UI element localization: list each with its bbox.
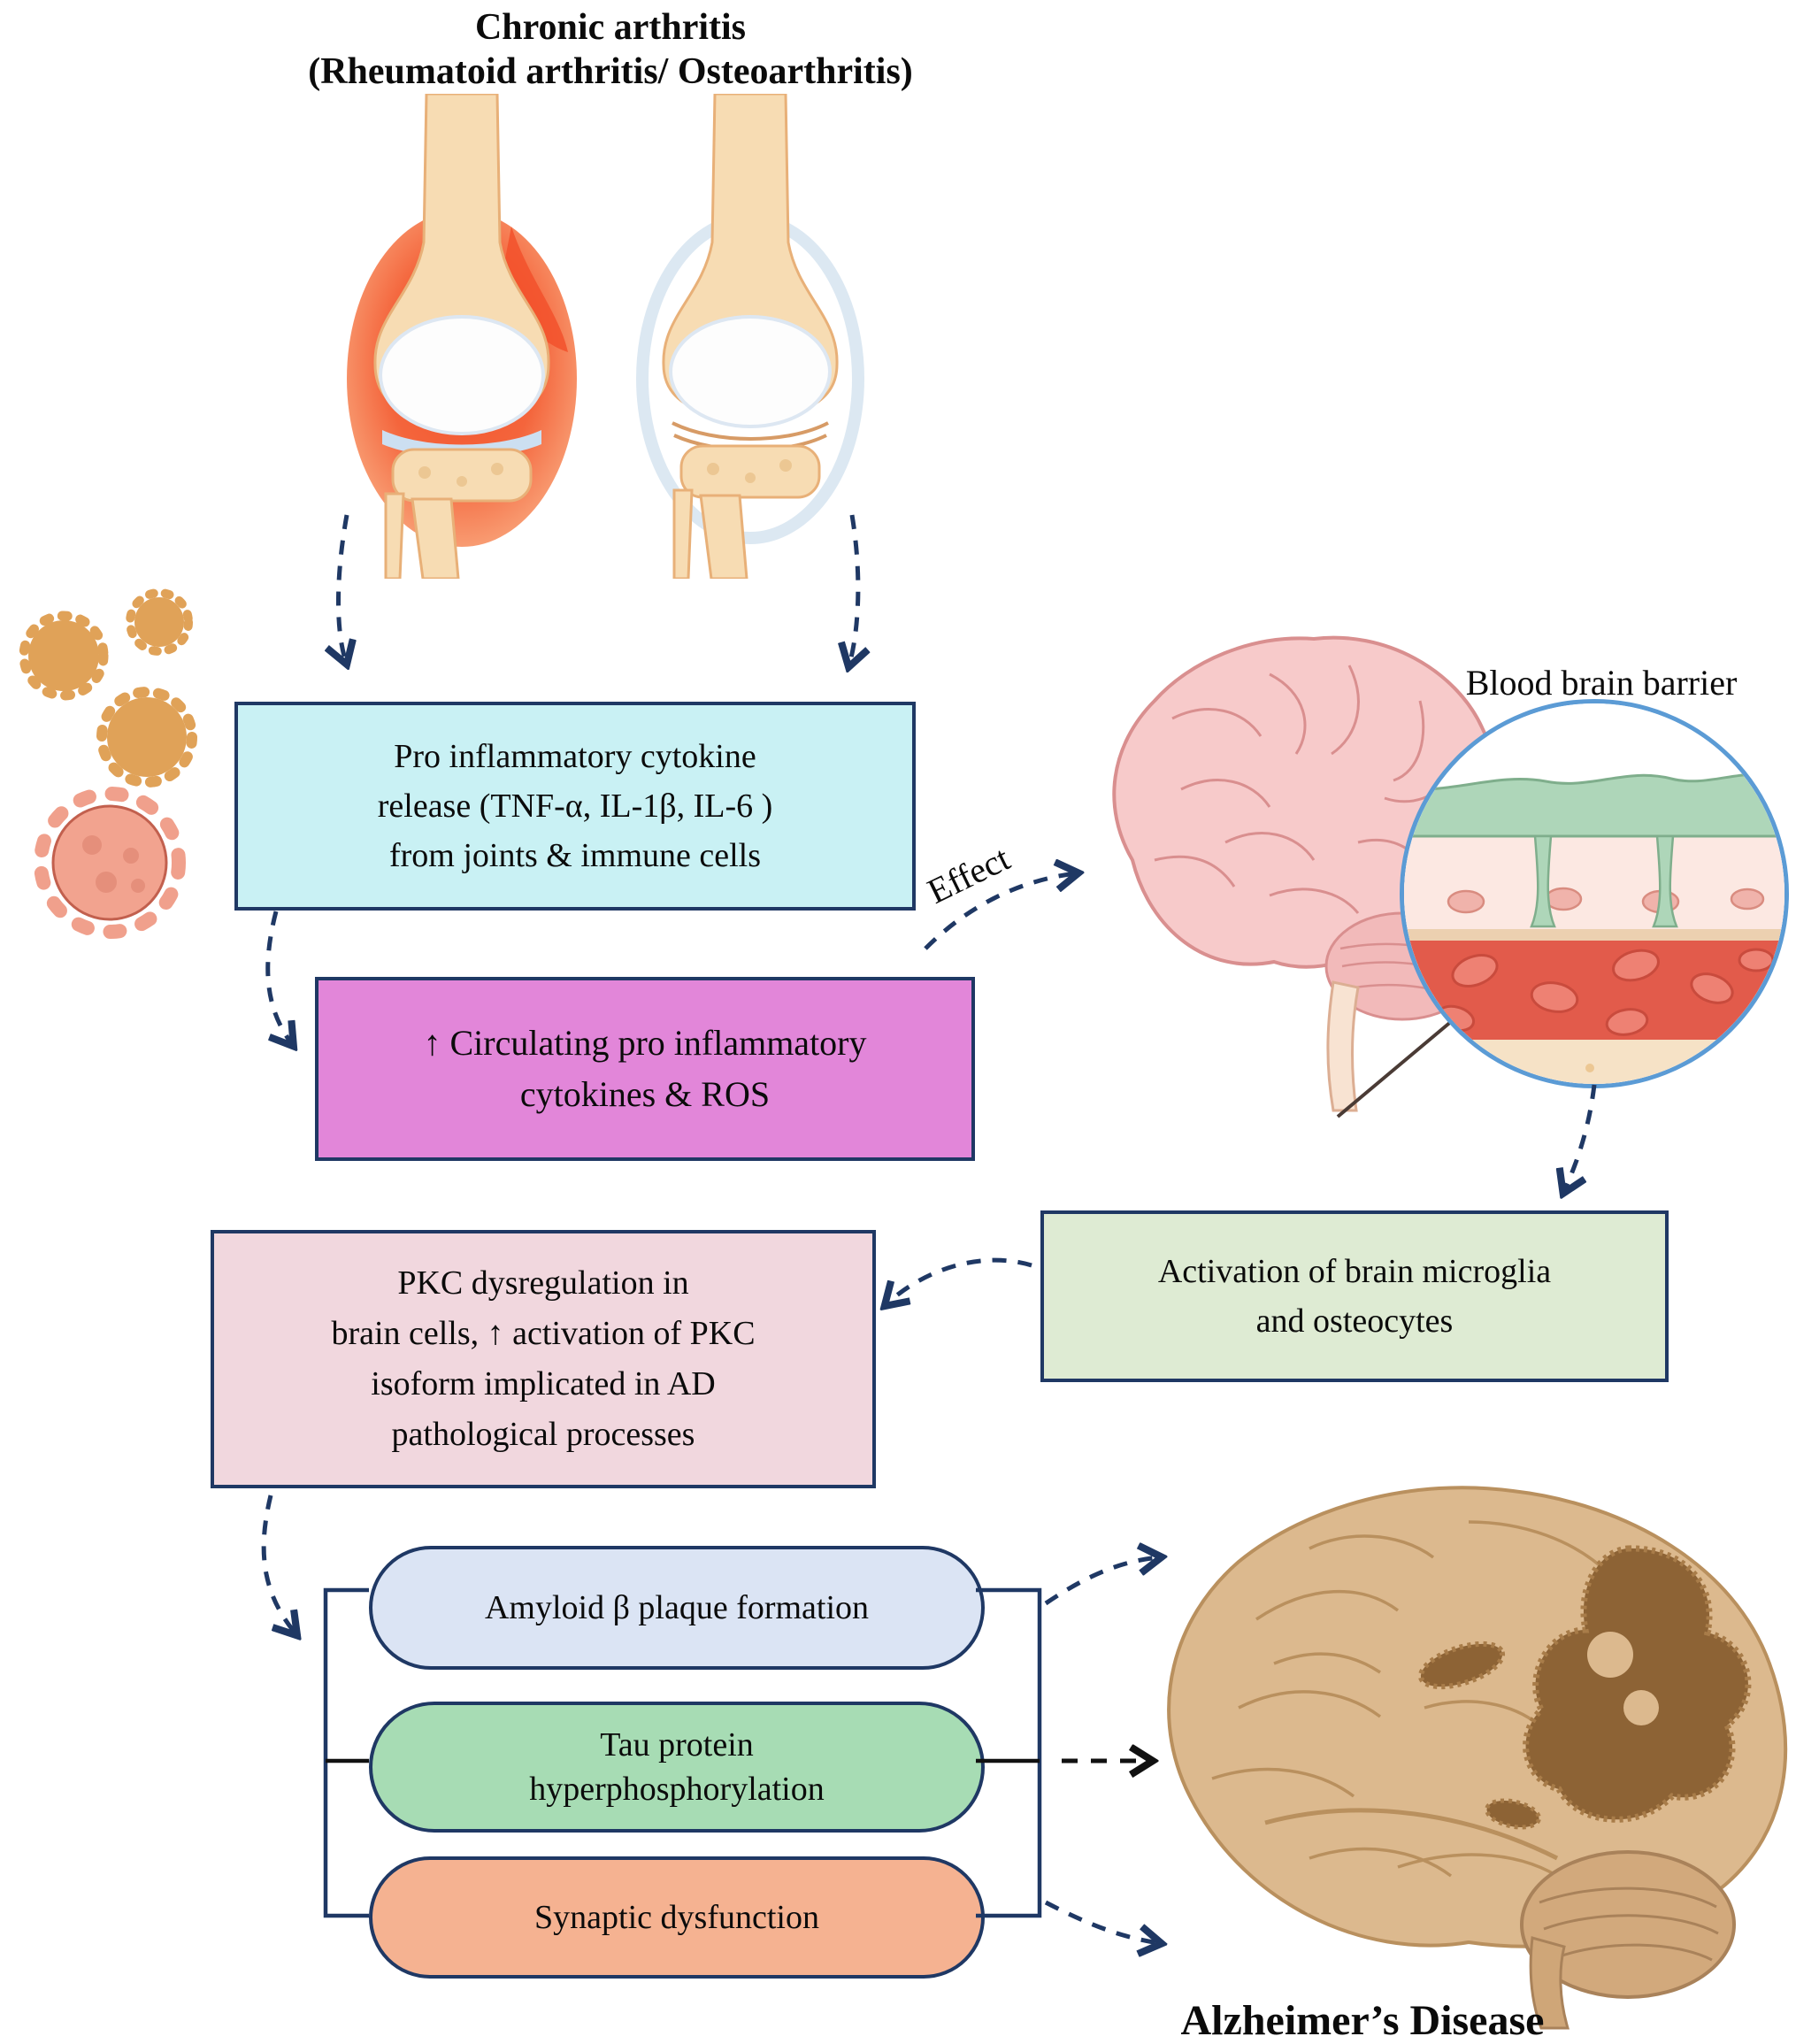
arrow-pkc-to-pills (261, 1495, 295, 1633)
arrow-amyloid-to-ad-brain (1044, 1557, 1159, 1606)
arrow-synaptic-to-ad-brain (1044, 1900, 1159, 1943)
tau-pill-label: hyperphosphorylation (529, 1771, 825, 1808)
cytokine-release-line: from joints & immune cells (388, 837, 762, 874)
pkc-line: PKC dysregulation in (397, 1264, 689, 1302)
arrow-microglia-to-pkc (886, 1257, 1032, 1304)
effect-label: Effect (921, 837, 1017, 911)
blood-brain-barrier-label: Blood brain barrier (1465, 663, 1738, 703)
figure-title: Chronic arthritis (Rheumatoid arthritis/… (35, 5, 1186, 94)
figure-title-line1: Chronic arthritis (474, 7, 747, 48)
arrow-inflamed-knee-to-cytokine-box (338, 514, 347, 662)
microglia-activation-box: Activation of brain microglia and osteoc… (1040, 1210, 1669, 1382)
cytokine-release-line: release (TNF-α, IL-1β, IL-6 ) (377, 788, 773, 825)
arrow-bbb-to-microglia (1564, 1084, 1597, 1191)
amyloid-plaque-pill: Amyloid β plaque formation (369, 1546, 985, 1670)
cytokine-release-line: Pro inflammatory cytokine (394, 738, 756, 775)
bbb-cross-section (1404, 703, 1784, 1084)
normal-knee-joint (636, 94, 864, 579)
tau-pill-label: Tau protein (600, 1726, 754, 1764)
alzheimers-brain-illustration (1167, 1486, 1788, 2030)
amyloid-pill-label: Amyloid β plaque formation (484, 1589, 870, 1626)
cytokine-particle-icon (19, 588, 197, 788)
astrocyte-foot (1652, 834, 1678, 928)
pkc-line: pathological processes (391, 1416, 695, 1453)
synaptic-dysfunction-pill: Synaptic dysfunction (369, 1856, 985, 1979)
microglia-line: Activation of brain microglia (1157, 1253, 1552, 1290)
pkc-line: brain cells, ↑ activation of PKC (331, 1315, 756, 1352)
tau-protein-pill: Tau protein hyperphosphorylation (369, 1702, 985, 1833)
circulating-cytokines-box: ↑ Circulating pro inflammatory cytokines… (315, 977, 975, 1161)
arrow-normal-knee-to-cytokine-box (849, 514, 858, 665)
cytokine-particles (19, 588, 197, 939)
microglia-line: and osteocytes (1255, 1302, 1454, 1340)
immune-cell-icon (34, 787, 186, 939)
brainstem (1326, 980, 1360, 1112)
inflamed-knee-joint (347, 94, 577, 579)
pkc-dysregulation-box: PKC dysregulation in brain cells, ↑ acti… (211, 1230, 876, 1488)
synaptic-pill-label: Synaptic dysfunction (534, 1899, 819, 1936)
figure-title-line2: (Rheumatoid arthritis/ Osteoarthritis) (308, 51, 913, 92)
astrocyte-foot (1530, 834, 1556, 928)
atrophy-patches (1417, 1545, 1752, 1830)
blood-brain-barrier-inset (1400, 699, 1789, 1088)
cytokine-release-box: Pro inflammatory cytokine release (TNF-α… (234, 702, 916, 911)
pkc-line: isoform implicated in AD (371, 1365, 716, 1402)
alzheimers-disease-label: Alzheimer’s Disease (1180, 1997, 1545, 2044)
cerebellum (1520, 1850, 1736, 1999)
circulating-line: cytokines & ROS (519, 1074, 771, 1114)
arrow-cytokine-to-circulating (265, 911, 292, 1044)
circulating-line: ↑ Circulating pro inflammatory (423, 1023, 867, 1063)
knee-joints-illustration (347, 94, 864, 579)
red-blood-cells (1435, 948, 1775, 1036)
